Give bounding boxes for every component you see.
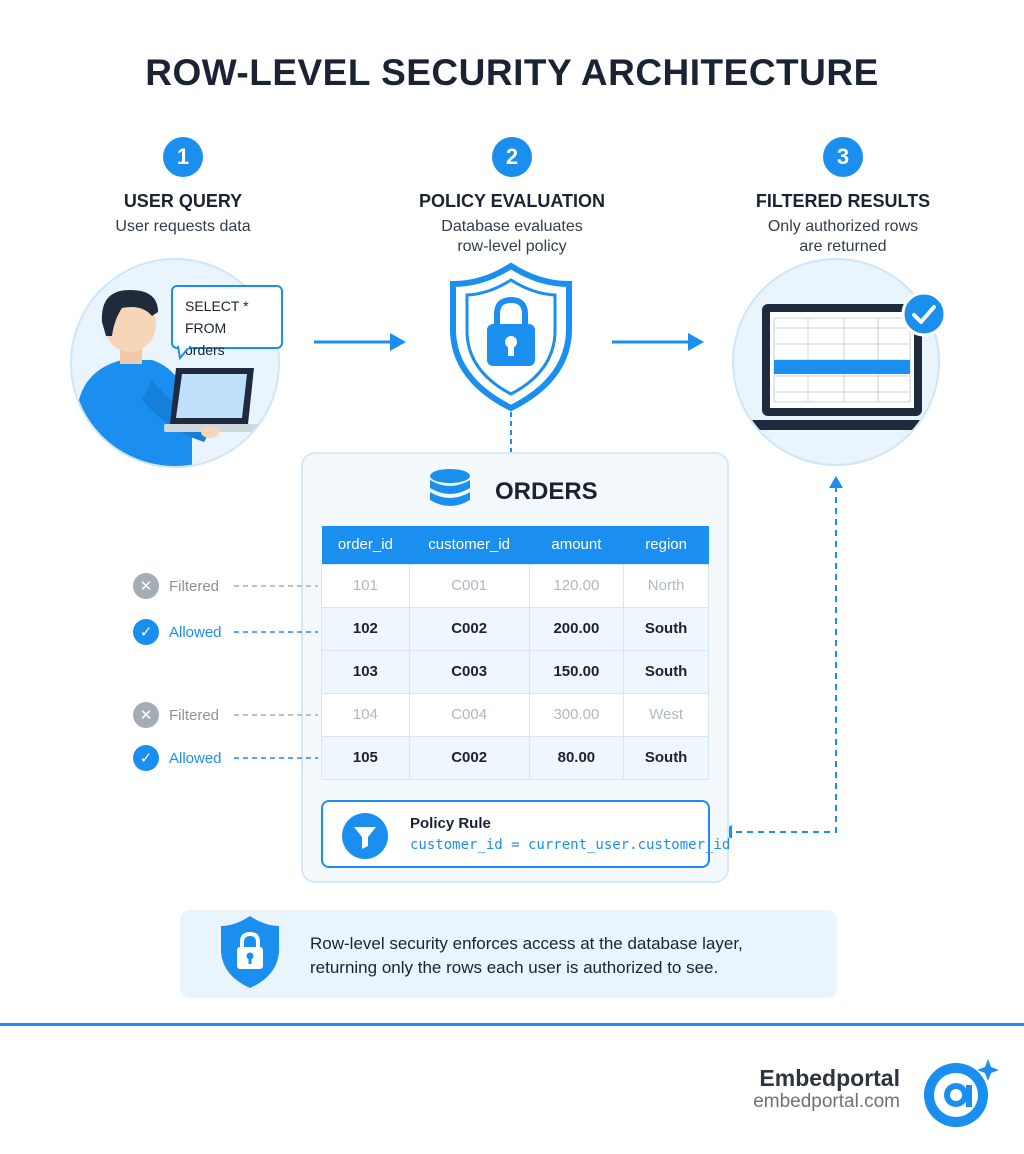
- row-status-filtered: ✕ Filtered: [133, 702, 219, 728]
- shield-lock-icon: [450, 262, 572, 412]
- brand-name: Embedportal: [759, 1065, 900, 1091]
- bubble-tail: [176, 346, 192, 360]
- cell-region: West: [623, 692, 709, 737]
- query-line-1: SELECT *: [185, 298, 249, 314]
- cell-customer-id: C002: [408, 606, 530, 651]
- query-bubble: SELECT * FROM orders: [171, 285, 283, 358]
- column-header: amount: [529, 526, 624, 564]
- divider: [0, 1023, 1024, 1026]
- row-status-allowed: ✓ Allowed: [133, 745, 222, 771]
- x-circle-icon: ✕: [133, 573, 159, 599]
- cell-amount: 80.00: [528, 735, 625, 780]
- cell-order-id: 103: [321, 649, 410, 694]
- arrow-right-icon: [612, 333, 704, 351]
- step-desc-3: Only authorized rows are returned: [767, 218, 919, 255]
- user-at-laptop-icon: [77, 290, 274, 466]
- cell-region: South: [623, 649, 709, 694]
- query-line-2: FROM orders: [185, 320, 227, 358]
- table-row: 101 C001 120.00 North: [321, 563, 709, 608]
- check-circle-icon: ✓: [133, 745, 159, 771]
- row-status-filtered: ✕ Filtered: [133, 573, 219, 599]
- orders-table: order_id customer_id amount region 101 C…: [321, 526, 709, 780]
- step-title-3: FILTERED RESULTS: [755, 191, 931, 211]
- step-title-1: USER QUERY: [123, 191, 243, 211]
- results-illustration: [732, 258, 940, 466]
- brand-logo-icon: [924, 1059, 999, 1127]
- cell-amount: 300.00: [528, 692, 625, 737]
- brand-url: embedportal.com: [753, 1091, 900, 1112]
- row-status-allowed: ✓ Allowed: [133, 619, 222, 645]
- table-row: 105 C002 80.00 South: [321, 735, 709, 780]
- return-arrow: [720, 476, 843, 838]
- summary-text: Row-level security enforces access at th…: [310, 934, 743, 977]
- table-header-row: order_id customer_id amount region: [321, 526, 709, 564]
- database-icon: [430, 469, 470, 506]
- step-title-2: POLICY EVALUATION: [418, 191, 605, 211]
- cell-region: North: [623, 563, 709, 608]
- cell-region: South: [623, 735, 709, 780]
- cell-order-id: 101: [321, 563, 410, 608]
- check-circle-icon: ✓: [133, 619, 159, 645]
- policy-rule-text: customer_id = current_user.customer_id: [410, 837, 731, 853]
- cell-amount: 120.00: [528, 563, 625, 608]
- cell-customer-id: C004: [408, 692, 530, 737]
- cell-order-id: 104: [321, 692, 410, 737]
- laptop-table-icon: [746, 304, 930, 430]
- cell-order-id: 102: [321, 606, 410, 651]
- arrow-right-icon: [314, 333, 406, 351]
- table-row: 102 C002 200.00 South: [321, 606, 709, 651]
- page-title: ROW-LEVEL SECURITY ARCHITECTURE: [145, 52, 879, 93]
- column-header: customer_id: [409, 526, 530, 564]
- filter-icon: [342, 813, 388, 859]
- shield-lock-icon: [221, 916, 279, 988]
- cell-order-id: 105: [321, 735, 410, 780]
- step-desc-1: User requests data: [115, 218, 251, 235]
- policy-title: Policy Rule: [410, 815, 491, 832]
- step-desc-2: Database evaluates row-level policy: [441, 218, 583, 255]
- x-circle-icon: ✕: [133, 702, 159, 728]
- step-number-1: 1: [163, 137, 203, 177]
- check-badge-icon: [901, 291, 947, 337]
- row-connectors: [234, 585, 318, 759]
- column-header: order_id: [321, 526, 410, 564]
- summary-note: [180, 910, 837, 998]
- cell-amount: 150.00: [528, 649, 625, 694]
- cell-customer-id: C001: [408, 563, 530, 608]
- table-row: 104 C004 300.00 West: [321, 692, 709, 737]
- column-header: region: [623, 526, 709, 564]
- cell-region: South: [623, 606, 709, 651]
- table-row: 103 C003 150.00 South: [321, 649, 709, 694]
- connector-line: [510, 412, 512, 454]
- cell-customer-id: C002: [408, 735, 530, 780]
- step-number-2: 2: [492, 137, 532, 177]
- cell-customer-id: C003: [408, 649, 530, 694]
- cell-amount: 200.00: [528, 606, 625, 651]
- orders-title: ORDERS: [495, 478, 598, 505]
- step-number-3: 3: [823, 137, 863, 177]
